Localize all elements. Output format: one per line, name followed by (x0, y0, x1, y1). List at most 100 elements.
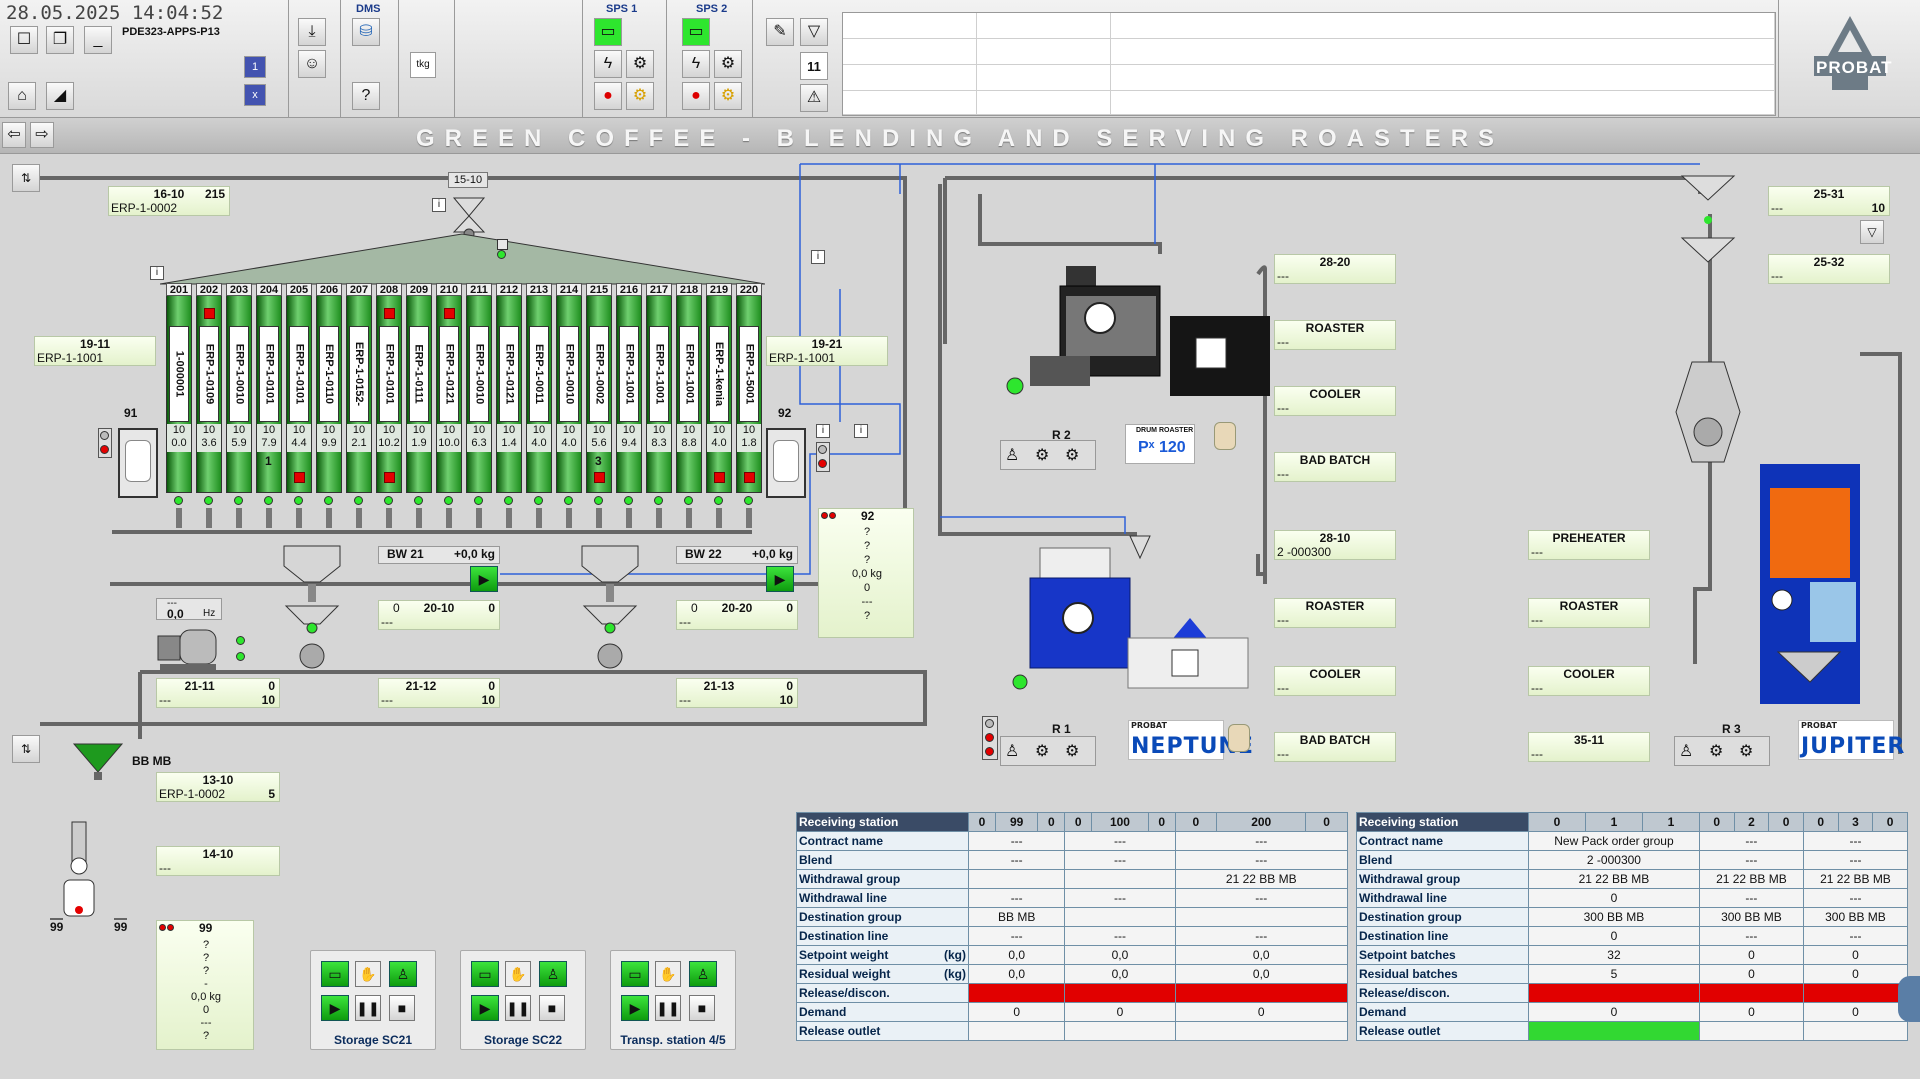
table-cell[interactable]: 0,0 (1064, 945, 1176, 965)
table-cell[interactable]: --- (1802, 850, 1909, 870)
table-cell[interactable]: 0 (1528, 926, 1700, 946)
user-1-icon[interactable]: 1 (244, 56, 266, 78)
operator-icon[interactable]: ☺ (298, 50, 326, 78)
forward-arrow-icon[interactable]: ⇨ (30, 122, 54, 148)
bag-filler[interactable] (30, 810, 140, 923)
table-cell[interactable]: 0 (1698, 945, 1804, 965)
filter-icon[interactable]: ▽ (800, 18, 828, 46)
table-cell[interactable] (1698, 1021, 1804, 1041)
operator-icon[interactable]: ♙ (539, 961, 567, 987)
blower-motor[interactable] (156, 624, 226, 677)
warning-icon[interactable]: ⚠ (800, 84, 828, 112)
info-icon-5[interactable]: i (854, 424, 868, 438)
table-cell[interactable]: 300 BB MB (1802, 907, 1909, 927)
label-35-11[interactable]: 35-11--- (1528, 732, 1650, 762)
alarm-counter[interactable]: 11 (800, 52, 828, 80)
info-icon-4[interactable]: i (816, 424, 830, 438)
table-cell[interactable] (1802, 983, 1909, 1003)
info-icon[interactable]: i (150, 266, 164, 280)
table-cell[interactable] (967, 983, 1066, 1003)
info-icon-3[interactable]: i (811, 250, 825, 264)
table-cell[interactable]: --- (1698, 888, 1804, 908)
table-cell[interactable]: --- (1174, 831, 1349, 851)
label-14-10[interactable]: 14-10--- (156, 846, 280, 876)
table-cell[interactable]: --- (1698, 926, 1804, 946)
home-icon[interactable]: ⌂ (8, 82, 36, 110)
table-cell[interactable]: --- (1064, 926, 1176, 946)
database-icon[interactable]: ⛁ (352, 18, 380, 46)
monitor-icon[interactable]: ▭ (321, 961, 349, 987)
sps1-status-icon[interactable]: ▭ (594, 18, 622, 46)
window-restore-button[interactable]: ☐ (10, 26, 38, 54)
table-cell[interactable] (1698, 983, 1804, 1003)
valve-control-icon-2[interactable]: ⇅ (12, 735, 40, 763)
hand-icon[interactable]: ✋ (655, 961, 681, 987)
table-cell[interactable] (1064, 869, 1176, 889)
filter-icon-r3[interactable]: ▽ (1860, 220, 1884, 244)
table-cell[interactable]: 0 (1802, 964, 1909, 984)
label-cooler-r1[interactable]: COOLER--- (1274, 666, 1396, 696)
table-cell[interactable] (967, 869, 1066, 889)
label-badbatch-r2[interactable]: BAD BATCH--- (1274, 452, 1396, 482)
table-cell[interactable]: BB MB (967, 907, 1066, 927)
table-cell[interactable]: 21 22 BB MB (1528, 869, 1700, 889)
sps1-settings-icon[interactable]: ⚙ (626, 50, 654, 78)
label-15-10[interactable]: 15-10 (448, 172, 488, 188)
table-cell[interactable]: 21 22 BB MB (1802, 869, 1909, 889)
settings-icon-r1a[interactable]: ⚙ (1035, 743, 1050, 760)
table-cell[interactable]: 21 22 BB MB (1174, 869, 1349, 889)
label-25-32[interactable]: 25-32--- (1768, 254, 1890, 284)
download-icon[interactable]: ⤓ (298, 18, 326, 46)
help-icon[interactable]: ? (352, 82, 380, 110)
table-cell[interactable] (1174, 1021, 1349, 1041)
weigh-hopper-bw21[interactable] (272, 544, 352, 677)
table-cell[interactable]: --- (967, 831, 1066, 851)
user-x-icon[interactable]: x (244, 84, 266, 106)
table-cell[interactable] (1528, 1021, 1700, 1041)
table-cell[interactable]: 0,0 (1174, 945, 1349, 965)
label-preheater[interactable]: PREHEATER--- (1528, 530, 1650, 560)
settings-icon-r2b[interactable]: ⚙ (1065, 447, 1080, 464)
settings-icon-r3a[interactable]: ⚙ (1709, 743, 1724, 760)
table-cell[interactable]: 0 (1802, 945, 1909, 965)
signal-icon[interactable]: ◢ (46, 82, 74, 110)
table-cell[interactable]: --- (1064, 850, 1176, 870)
table-cell[interactable]: --- (967, 888, 1066, 908)
label-roaster-r2[interactable]: ROASTER--- (1274, 320, 1396, 350)
table-cell[interactable] (1174, 907, 1349, 927)
table-cell[interactable]: --- (1698, 831, 1804, 851)
minimize-button[interactable]: _ (84, 26, 112, 54)
table-cell[interactable]: --- (1802, 926, 1909, 946)
hand-icon[interactable]: ✋ (355, 961, 381, 987)
table-cell[interactable]: --- (1802, 888, 1909, 908)
table-cell[interactable]: 2 -000300 (1528, 850, 1700, 870)
operator-icon-r1[interactable]: ♙ (1005, 743, 1020, 760)
roaster-r2-controls[interactable]: ♙ ⚙ ⚙ (1000, 440, 1096, 470)
table-cell[interactable]: --- (967, 850, 1066, 870)
weight-icon[interactable]: tkg (410, 52, 436, 78)
roaster-r3[interactable] (1670, 172, 1870, 715)
table-cell[interactable]: 0,0 (1174, 964, 1349, 984)
table-cell[interactable]: 0 (967, 1002, 1066, 1022)
sps2-settings-icon[interactable]: ⚙ (714, 50, 742, 78)
label-badbatch-r1[interactable]: BAD BATCH--- (1274, 732, 1396, 762)
side-panel-toggle[interactable] (1898, 976, 1920, 1022)
settings-icon-r1b[interactable]: ⚙ (1065, 743, 1080, 760)
